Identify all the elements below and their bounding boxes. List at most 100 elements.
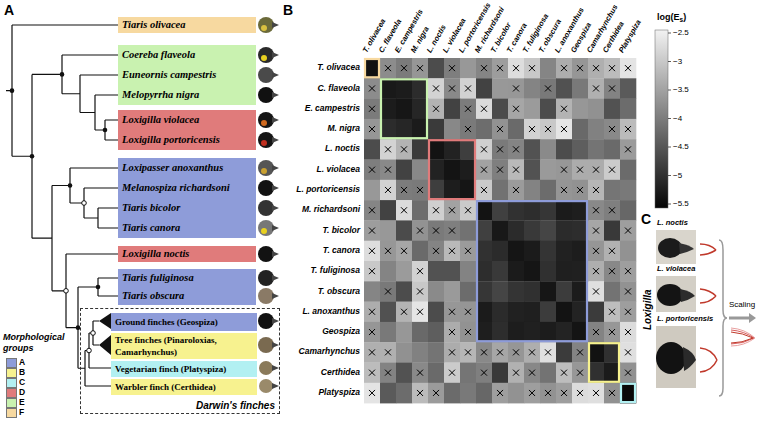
bird-beak	[272, 52, 279, 58]
group-band: Tiaris olivacea	[118, 17, 256, 33]
nonsignificant-cross	[369, 106, 375, 112]
heatmap-cell	[604, 363, 620, 384]
heatmap-cell	[572, 220, 588, 241]
plumage-patch	[261, 55, 267, 61]
nonsignificant-cross	[417, 187, 423, 193]
bird-head	[259, 379, 273, 393]
heatmap-cell	[604, 99, 620, 120]
nonsignificant-cross	[593, 85, 599, 91]
panel-letter: B	[283, 2, 293, 18]
nonsignificant-cross	[529, 126, 535, 132]
heatmap-cell	[620, 220, 636, 241]
heatmap-cell	[380, 139, 396, 160]
nonsignificant-cross	[449, 349, 455, 355]
nonsignificant-cross	[385, 370, 391, 376]
heatmap-cell	[476, 99, 492, 120]
heatmap-cell	[556, 119, 572, 140]
heatmap-cell	[444, 342, 460, 363]
legend-text: D	[19, 387, 25, 398]
heatmap-cell	[476, 139, 492, 160]
heatmap-cell	[412, 342, 428, 363]
heatmap-cell	[412, 58, 428, 79]
heatmap-cell	[556, 220, 572, 241]
nonsignificant-cross	[449, 207, 455, 213]
heatmap-cell	[588, 261, 604, 282]
legend-swatch	[6, 408, 17, 418]
heatmap-cell	[396, 180, 412, 201]
group-band: Loxigilla noctis	[118, 246, 256, 262]
heatmap-cell	[508, 160, 524, 181]
plumage-patch	[261, 228, 267, 234]
row-label: Geospiza	[322, 327, 360, 337]
nonsignificant-cross	[513, 85, 519, 91]
bird-head	[258, 180, 274, 196]
row-label: M. nigra	[327, 124, 360, 134]
species-name: Loxigilla violacea	[118, 110, 256, 130]
species-name: Tiaris canora	[118, 218, 256, 238]
heatmap-cell	[492, 180, 508, 201]
nonsignificant-cross	[385, 288, 391, 294]
heatmap-cell	[412, 78, 428, 99]
heatmap-cell	[508, 241, 524, 262]
nonsignificant-cross	[545, 390, 551, 396]
row-label: L. portoricensis	[296, 185, 360, 195]
heatmap-cell	[444, 119, 460, 140]
nonsignificant-cross	[369, 85, 375, 91]
support-circle	[82, 201, 87, 206]
support-dot	[10, 88, 15, 93]
heatmap-cell	[620, 342, 636, 363]
heatmap-cell	[444, 363, 460, 384]
heatmap-cell	[492, 99, 508, 120]
heatmap-cell	[540, 261, 556, 282]
nonsignificant-cross	[513, 146, 519, 152]
nonsignificant-cross	[561, 65, 567, 71]
heatmap-cell	[572, 383, 588, 404]
species-name: Melanospiza richardsoni	[118, 178, 256, 198]
heatmap-cell	[364, 261, 380, 282]
heatmap-cell	[428, 281, 444, 302]
colorbar	[655, 30, 668, 208]
heatmap-cell	[540, 342, 556, 363]
nonsignificant-cross	[481, 167, 487, 173]
legend-swatch	[6, 378, 17, 388]
heatmap-cell	[556, 342, 572, 363]
nonsignificant-cross	[417, 309, 423, 315]
heatmap-cell	[476, 281, 492, 302]
beak-photo	[656, 230, 696, 264]
heatmap-cell	[444, 160, 460, 181]
heatmap-cell	[540, 302, 556, 323]
heatmap-cell	[444, 180, 460, 201]
bird-beak	[272, 165, 279, 171]
nonsignificant-cross	[369, 248, 375, 254]
nonsignificant-cross	[417, 370, 423, 376]
heatmap-cell	[380, 180, 396, 201]
species-name: Ground finches (Geospiza)	[111, 313, 257, 331]
heatmap-cell	[396, 160, 412, 181]
heatmap-cell	[508, 180, 524, 201]
heatmap-cell	[556, 99, 572, 120]
nonsignificant-cross	[529, 370, 535, 376]
heatmap-cell	[572, 160, 588, 181]
heatmap-cell	[364, 302, 380, 323]
heatmap-cell	[476, 180, 492, 201]
scaled-outline	[731, 330, 754, 344]
heatmap-cell	[412, 363, 428, 384]
heatmap-cell	[396, 220, 412, 241]
bird-head	[258, 200, 274, 216]
support-dot	[68, 183, 73, 188]
nonsignificant-cross	[609, 390, 615, 396]
heatmap-cell	[380, 302, 396, 323]
heatmap-cell	[396, 78, 412, 99]
nonsignificant-cross	[593, 187, 599, 193]
nonsignificant-cross	[625, 268, 631, 274]
nonsignificant-cross	[481, 370, 487, 376]
nonsignificant-cross	[465, 106, 471, 112]
heatmap-cell	[396, 200, 412, 221]
heatmap-cell	[428, 139, 444, 160]
heatmap-cell	[620, 180, 636, 201]
nonsignificant-cross	[561, 167, 567, 173]
nonsignificant-cross	[609, 309, 615, 315]
nonsignificant-cross	[385, 65, 391, 71]
heatmap-cell	[460, 200, 476, 221]
species-name: Tiaris obscura	[118, 287, 256, 305]
